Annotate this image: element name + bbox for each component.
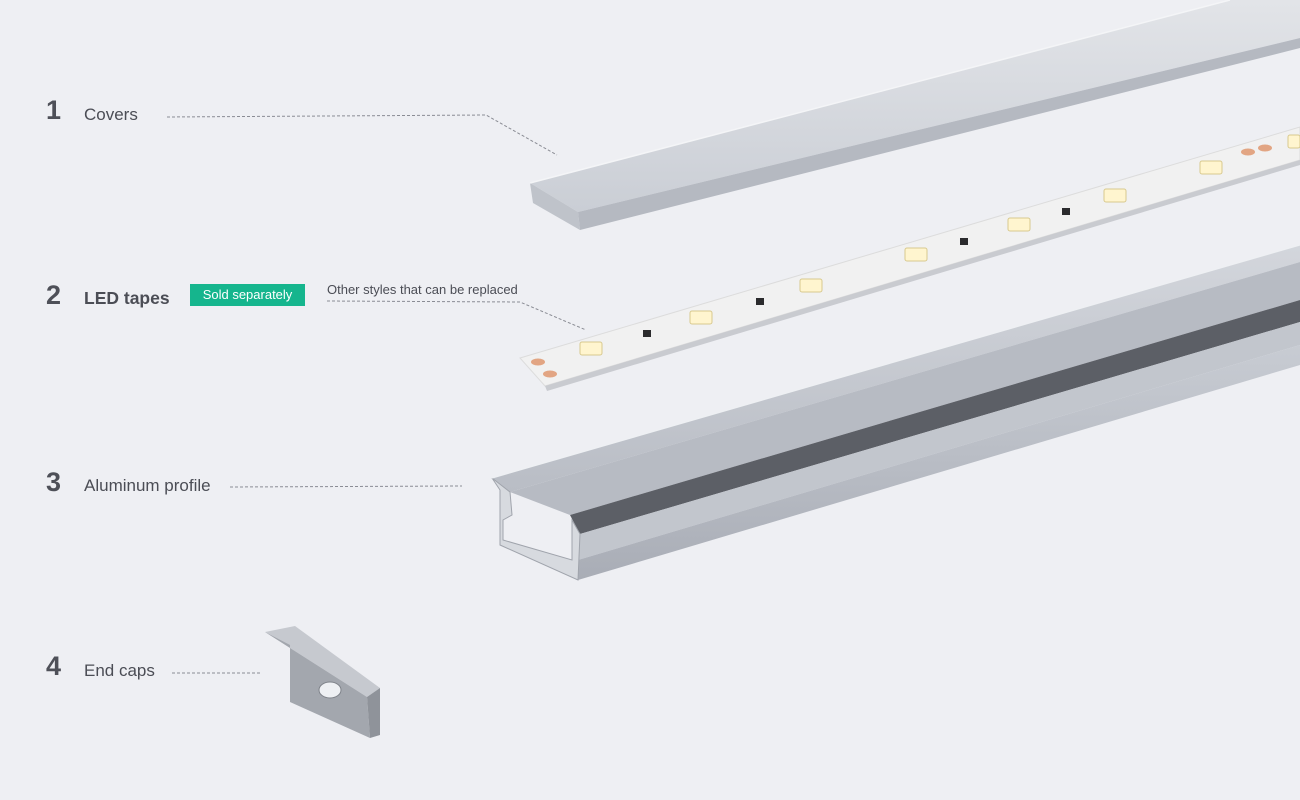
item-3-label: Aluminum profile: [84, 476, 211, 495]
item-4-label: End caps: [84, 661, 155, 680]
cover-illustration: [529, 0, 1300, 230]
item-2-label: LED tapes: [84, 288, 170, 308]
sold-separately-badge: Sold separately: [190, 284, 305, 306]
end-cap-illustration: [265, 626, 380, 738]
item-2-number: 2: [46, 280, 62, 310]
aluminum-profile-illustration: [491, 244, 1300, 581]
item-1-number: 1: [46, 95, 62, 125]
item-3-number: 3: [46, 467, 62, 497]
leader-line-covers: [166, 114, 558, 156]
item-4-number: 4: [46, 651, 62, 681]
leader-lines: [166, 114, 587, 674]
replaceable-note: Other styles that can be replaced: [327, 282, 518, 297]
leader-line-led-tapes: [326, 300, 587, 331]
led-tape-illustration: [519, 126, 1300, 391]
leader-line-aluminum-profile: [229, 485, 463, 488]
item-1-label: Covers: [84, 105, 138, 124]
